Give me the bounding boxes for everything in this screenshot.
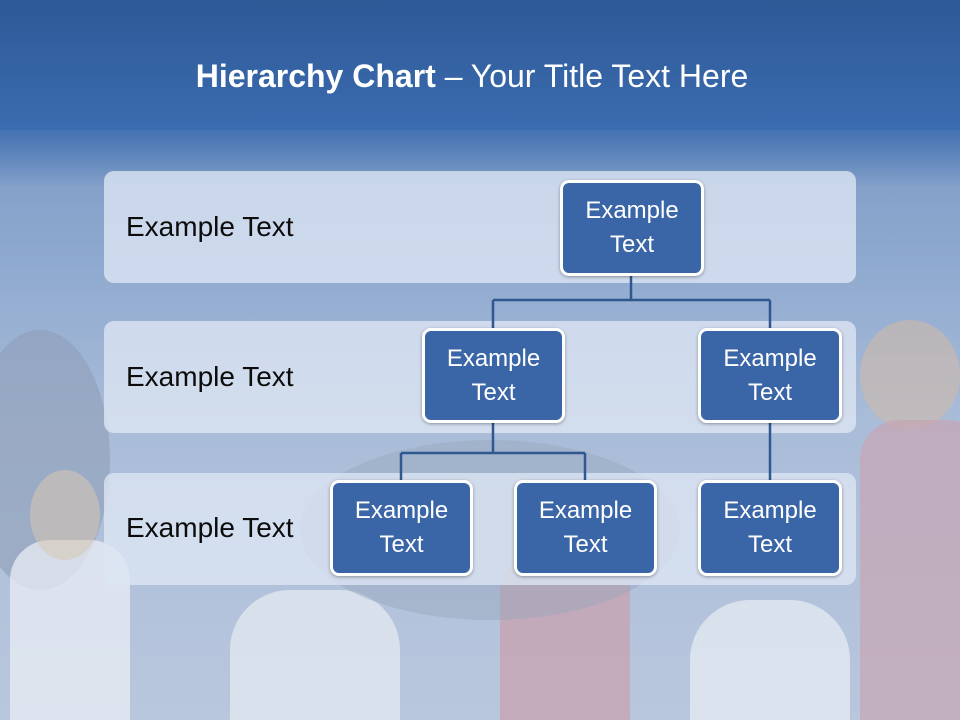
title-rest: – Your Title Text Here bbox=[435, 58, 749, 94]
node-root[interactable]: Example Text bbox=[560, 180, 704, 276]
node-leaf-3[interactable]: Example Text bbox=[698, 480, 842, 576]
node-mid-right[interactable]: Example Text bbox=[698, 328, 842, 423]
level-band-1 bbox=[104, 171, 856, 283]
node-leaf-2-label: Example Text bbox=[538, 497, 633, 558]
slide-title: Hierarchy Chart – Your Title Text Here bbox=[0, 54, 944, 98]
node-mid-right-label: Example Text bbox=[723, 344, 817, 406]
level-label-3: Example Text bbox=[126, 512, 294, 543]
node-leaf-1-label: Example Text bbox=[354, 497, 449, 558]
node-mid-left-label: Example Text bbox=[446, 344, 541, 406]
node-root-label: Example Text bbox=[585, 197, 679, 258]
node-leaf-3-label: Example Text bbox=[723, 497, 817, 558]
title-bold: Hierarchy Chart bbox=[195, 58, 436, 94]
node-mid-left[interactable]: Example Text bbox=[422, 328, 565, 423]
level-label-1: Example Text bbox=[126, 211, 294, 242]
node-leaf-2[interactable]: Example Text bbox=[514, 480, 657, 576]
title-band bbox=[0, 0, 960, 130]
level-label-2: Example Text bbox=[126, 361, 294, 392]
node-leaf-1[interactable]: Example Text bbox=[330, 480, 473, 576]
